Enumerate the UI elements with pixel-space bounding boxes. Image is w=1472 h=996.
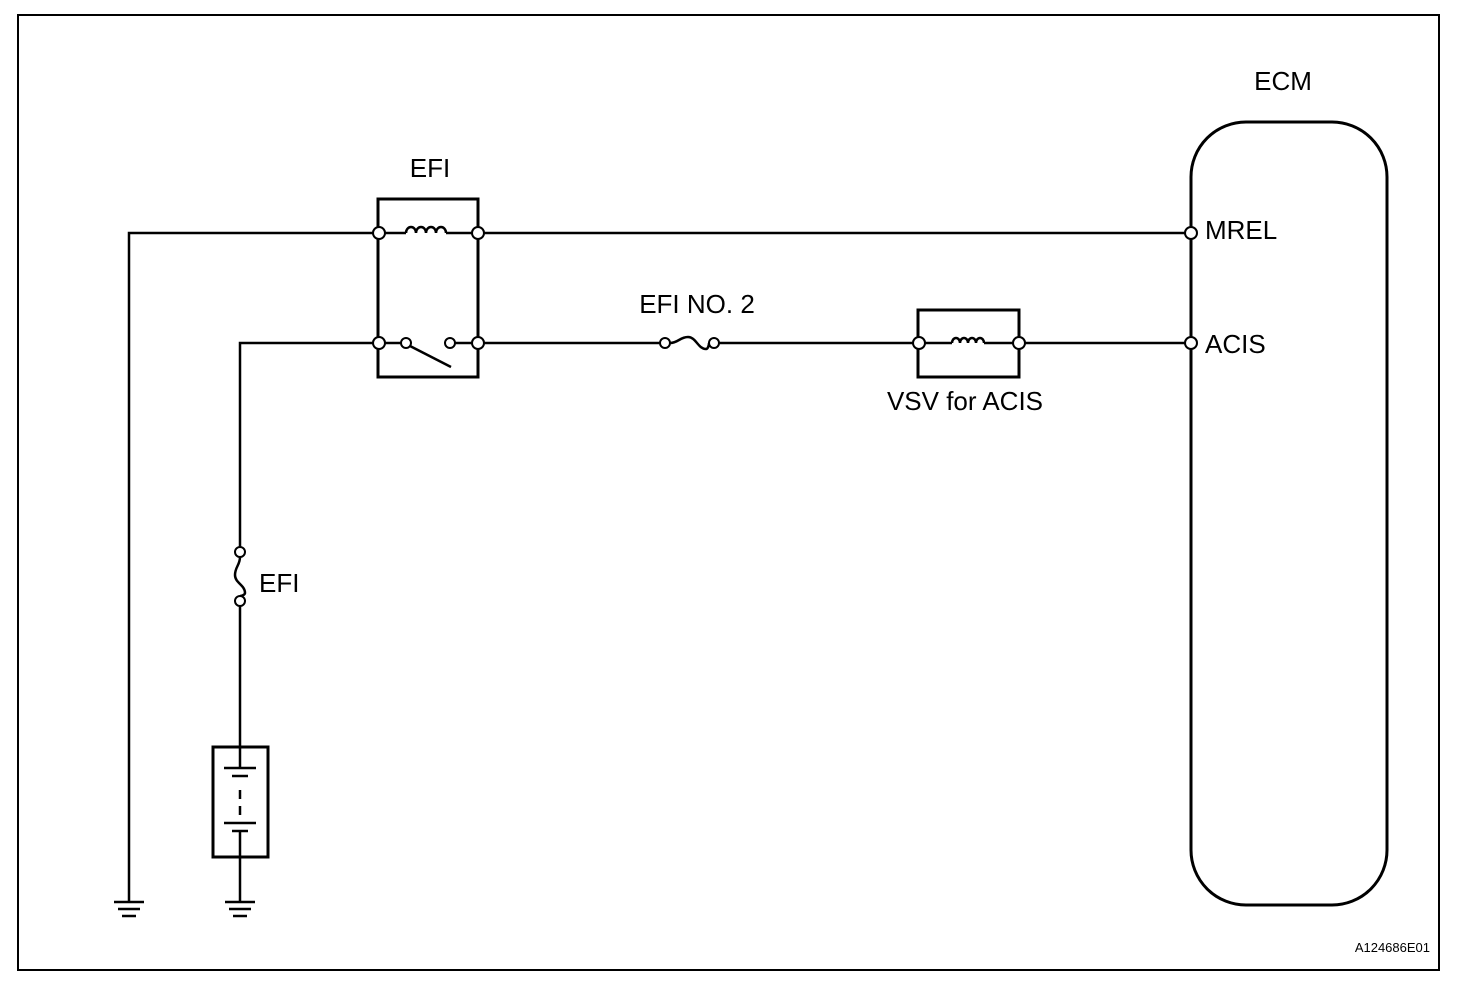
battery-branch: EFI [211,341,373,918]
mrel-terminal [1184,226,1198,240]
pin-acis-label: ACIS [1205,329,1266,359]
efi-relay: EFI [372,153,485,379]
pin-mrel-label: MREL [1205,215,1277,245]
ecm-label: ECM [1254,66,1312,96]
vsv-acis: VSV for ACIS [887,308,1043,416]
ground-wire-left [114,231,377,918]
relay-box [376,197,480,379]
ground-symbol-left [114,900,144,918]
acis-terminal [1184,336,1198,350]
figure-code: A124686E01 [1355,940,1430,955]
relay-coil-symbol [404,225,448,234]
vsv-label: VSV for ACIS [887,386,1043,416]
ecm-outline [1189,120,1389,907]
ground-symbol-battery [225,900,255,918]
fuse-main-label: EFI [259,568,299,598]
acis-circuit: EFI NO. 2 VSV for ACIS ACIS [484,289,1266,416]
vsv-coil-symbol [950,336,986,344]
battery-symbol [211,745,270,859]
relay-label: EFI [410,153,450,183]
ecm-unit: ECM [1189,66,1389,907]
relay-switch-contact [409,344,452,369]
frame-border [17,14,1440,971]
fuse-no2-label: EFI NO. 2 [639,289,755,319]
fuse-efi-main: EFI [233,546,299,607]
fuse-efi-no2: EFI NO. 2 [639,289,755,351]
